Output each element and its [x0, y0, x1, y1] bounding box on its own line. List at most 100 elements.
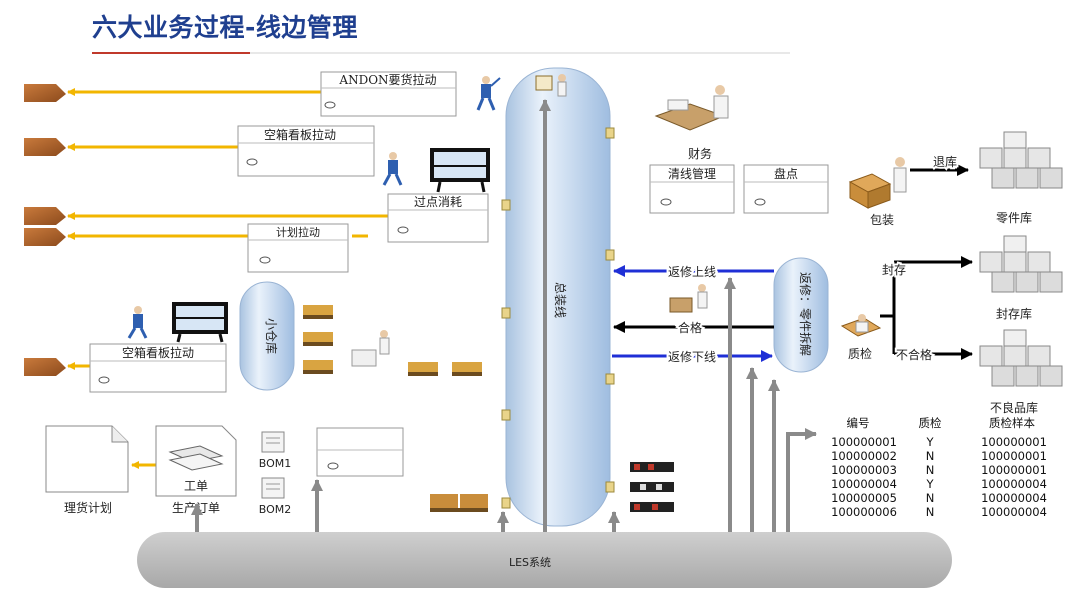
repair-down-label: 返修下线	[668, 349, 716, 364]
qc-table-cell: 100000002	[831, 449, 897, 463]
packaging-label: 包装	[870, 213, 894, 227]
bom2-icon	[261, 477, 285, 499]
terminal-icon	[605, 249, 615, 261]
unqualified-label: 不合格	[896, 347, 932, 362]
qc-table-cell: 100000004	[981, 477, 1047, 491]
pallet-icon	[430, 494, 488, 512]
supplier-icon	[24, 228, 66, 246]
pass-point-box: 过点消耗	[387, 193, 489, 243]
repair-worker-icon	[669, 284, 708, 313]
qc-worker-icon	[840, 314, 882, 337]
qc-table: 编号 质检 质检样本 100000001 Y 100000001 1000000…	[831, 416, 1047, 519]
pallet-icon	[303, 332, 333, 346]
qc-table-cell: 100000005	[831, 491, 897, 505]
small-warehouse-label: 小仓库	[264, 318, 279, 354]
terminal-icon	[501, 409, 511, 421]
qc-table-header: 质检样本	[989, 416, 1035, 430]
cart-worker-icon	[351, 330, 390, 367]
terminal-icon	[605, 127, 615, 139]
qc-table-cell: 100000001	[981, 435, 1047, 449]
pallet-icon	[303, 305, 333, 319]
kanban-board-icon	[172, 302, 228, 343]
parts-store-label: 零件库	[996, 210, 1032, 225]
terminal-icon	[605, 373, 615, 385]
worker-icon	[476, 76, 501, 111]
work-order-box: 工单	[155, 425, 237, 497]
pallet-icon	[303, 360, 333, 374]
terminal-icon	[501, 307, 511, 319]
finance-worker-icon	[654, 85, 729, 131]
inventory-box: 盘点	[743, 164, 829, 214]
blank-form-box	[316, 427, 404, 477]
empty-kanban-box-2: 空箱看板拉动	[89, 343, 227, 393]
parts-store-icon	[979, 131, 1063, 189]
operator-icon	[535, 74, 567, 97]
pallet-icon	[408, 362, 438, 376]
worker-icon	[382, 152, 403, 186]
bom1-icon	[261, 431, 285, 453]
terminal-icon	[501, 199, 511, 211]
qc-table-cell: Y	[925, 435, 934, 449]
kanban-board-icon	[430, 148, 490, 193]
material-plan-doc-icon	[45, 425, 129, 493]
return-store-label: 退库	[933, 154, 957, 169]
qc-table-cell: 100000006	[831, 505, 897, 519]
seal-store-label: 封存库	[996, 306, 1032, 321]
inventory-label: 盘点	[774, 166, 798, 181]
repair-disassembly-pill: 返修：零件拆解	[773, 257, 829, 373]
qc-table-cell: 100000001	[831, 435, 897, 449]
repair-disassembly-label: 返修：零件拆解	[798, 272, 813, 356]
qc-table-header: 编号	[847, 416, 870, 430]
repair-up-label: 返修上线	[668, 264, 716, 279]
qc-table-cell: N	[926, 491, 935, 505]
rack-icon	[630, 462, 674, 472]
les-system-bar	[137, 532, 952, 588]
qc-table-cell: 100000004	[831, 477, 897, 491]
empty-kanban-box-1: 空箱看板拉动	[237, 125, 375, 177]
clear-line-box: 清线管理	[649, 164, 735, 214]
finance-label: 财务	[688, 146, 712, 161]
supplier-icon	[24, 138, 66, 156]
clear-line-label: 清线管理	[668, 166, 716, 181]
work-order-label: 工单	[184, 479, 208, 493]
worker-icon	[127, 306, 148, 339]
qc-table-cell: N	[926, 449, 935, 463]
assembly-line-label: 总装线	[553, 282, 567, 318]
bom1-label: BOM1	[259, 457, 292, 470]
qc-table-cell: 100000001	[981, 463, 1047, 477]
supplier-icon	[24, 84, 66, 102]
qc-table-cell: 100000003	[831, 463, 897, 477]
qc-table-cell: N	[926, 463, 935, 477]
bom2-label: BOM2	[259, 503, 292, 516]
small-warehouse: 小仓库	[239, 281, 295, 391]
terminal-icon	[605, 481, 615, 493]
qc-table-cell: N	[926, 505, 935, 519]
supplier-icon	[24, 207, 66, 225]
pallet-icon	[452, 362, 482, 376]
qc-table-cell: 100000004	[981, 491, 1047, 505]
andon-pull-box: ANDON要货拉动	[320, 71, 457, 117]
qc-table-header: 质检	[919, 416, 942, 430]
andon-label: ANDON要货拉动	[338, 72, 436, 87]
assembly-line-column	[505, 67, 611, 527]
material-plan-label: 理货计划	[64, 500, 112, 515]
les-system-label: LES系统	[509, 556, 551, 569]
empty-kanban-1-label: 空箱看板拉动	[264, 127, 336, 142]
qualified-label: 合格	[678, 320, 702, 335]
pass-point-label: 过点消耗	[414, 195, 462, 209]
qc-table-cell: Y	[925, 477, 934, 491]
qc-table-cell: 100000001	[981, 449, 1047, 463]
empty-kanban-2-label: 空箱看板拉动	[122, 345, 194, 360]
seal-store-icon	[979, 235, 1063, 293]
rack-icon	[630, 502, 674, 512]
packaging-icon	[848, 157, 907, 209]
defect-store-label: 不良品库	[990, 400, 1038, 415]
plan-pull-label: 计划拉动	[276, 225, 320, 239]
supplier-icon	[24, 358, 66, 376]
terminal-icon	[501, 497, 511, 509]
seal-label: 封存	[882, 263, 906, 277]
les-to-qc-table-arrow	[786, 428, 817, 532]
plan-pull-box: 计划拉动	[247, 223, 349, 273]
defect-store-icon	[979, 329, 1063, 387]
